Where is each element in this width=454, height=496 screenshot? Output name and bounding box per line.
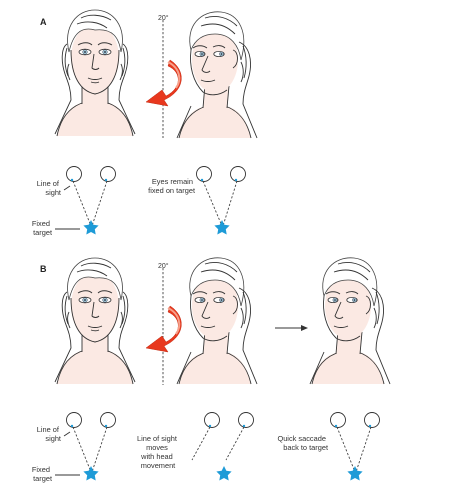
panel-a: A 20° Line of sight <box>32 9 258 237</box>
eyes-saccade-b <box>330 412 380 481</box>
pointer-line-of-sight-b <box>63 431 71 437</box>
panel-b: B 20° <box>32 257 391 483</box>
star-icon <box>216 466 232 481</box>
angle-label-b: 20° <box>158 262 169 270</box>
label-quick-saccade: Quick saccade back to target <box>277 434 328 452</box>
label-eyes-remain: Eyes remain fixed on target <box>148 177 195 195</box>
turned-head-saccade-b <box>309 257 391 385</box>
star-icon <box>83 220 99 235</box>
curved-arrow-icon <box>145 305 182 353</box>
turned-head-b <box>176 257 258 385</box>
angle-label-a: 20° <box>158 14 169 22</box>
label-line-of-sight-b: Line of sight <box>37 425 61 443</box>
label-line-of-sight-a: Line of sight <box>37 179 61 197</box>
label-fixed-target-a: Fixed target <box>32 219 52 237</box>
eyes-turned-a <box>196 166 246 235</box>
eyes-moved-b <box>191 412 254 481</box>
eyes-fixed-a <box>55 166 116 235</box>
panel-letter-a: A <box>40 17 47 27</box>
frontal-head-b <box>54 257 136 385</box>
right-arrow-icon <box>275 325 308 331</box>
label-fixed-target-b: Fixed target <box>32 465 52 483</box>
panel-letter-b: B <box>40 264 47 274</box>
label-moves-with-head: Line of sight moves with head movement <box>137 434 179 470</box>
turned-head-a <box>176 11 258 139</box>
star-icon <box>347 466 363 481</box>
frontal-head-a <box>54 9 136 137</box>
star-icon <box>83 466 99 481</box>
curved-arrow-icon <box>145 59 182 107</box>
eyes-fixed-b <box>55 412 116 481</box>
star-icon <box>214 220 230 235</box>
pointer-line-of-sight-a <box>63 185 71 191</box>
